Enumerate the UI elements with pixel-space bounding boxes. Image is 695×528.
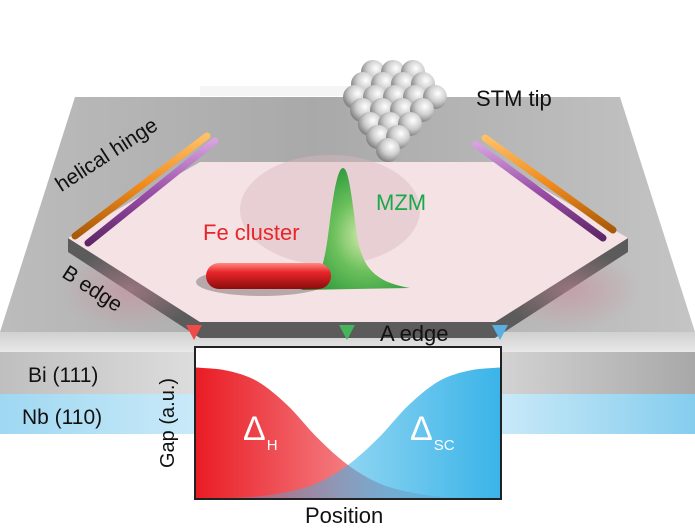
stm-tip-label: STM tip bbox=[476, 86, 552, 111]
x-axis-label: Position bbox=[305, 503, 384, 528]
fe-cluster-label: Fe cluster bbox=[203, 220, 300, 245]
nb-layer-label: Nb (110) bbox=[22, 406, 103, 429]
marker-red bbox=[186, 325, 202, 340]
gap-area-delta-sc bbox=[196, 367, 500, 499]
gap-plot-frame bbox=[194, 346, 502, 500]
stm-tip bbox=[343, 60, 447, 162]
gap-plot bbox=[196, 367, 500, 499]
substrate-front-edge bbox=[0, 332, 695, 352]
delta-sc-subscript: SC bbox=[433, 437, 455, 454]
mzm-peak bbox=[300, 168, 410, 290]
delta-h-subscript: H bbox=[266, 437, 278, 454]
hinge-left-purple bbox=[84, 137, 219, 247]
marker-green bbox=[339, 325, 355, 340]
hinge-right-orange bbox=[481, 134, 617, 234]
hinge-right-purple bbox=[471, 140, 607, 242]
gap-area-delta-h bbox=[196, 367, 500, 499]
y-axis-label: Gap (a.u.) bbox=[157, 377, 179, 468]
stm-tip-atom bbox=[376, 138, 400, 162]
tip-shadow bbox=[240, 155, 420, 265]
delta-h-label: ΔH bbox=[243, 412, 278, 453]
delta-sc-symbol: Δ bbox=[410, 410, 433, 448]
fe-cluster bbox=[206, 263, 331, 289]
bi-layer-label: Bi (111) bbox=[28, 364, 99, 387]
mzm-label: MZM bbox=[376, 190, 427, 215]
marker-blue bbox=[492, 325, 508, 340]
delta-h-symbol: Δ bbox=[243, 410, 266, 448]
delta-sc-label: ΔSC bbox=[410, 412, 455, 453]
substrate-top-highlight bbox=[200, 86, 430, 96]
hinge-left-orange bbox=[71, 132, 211, 240]
a-edge-label: A edge bbox=[380, 321, 449, 346]
